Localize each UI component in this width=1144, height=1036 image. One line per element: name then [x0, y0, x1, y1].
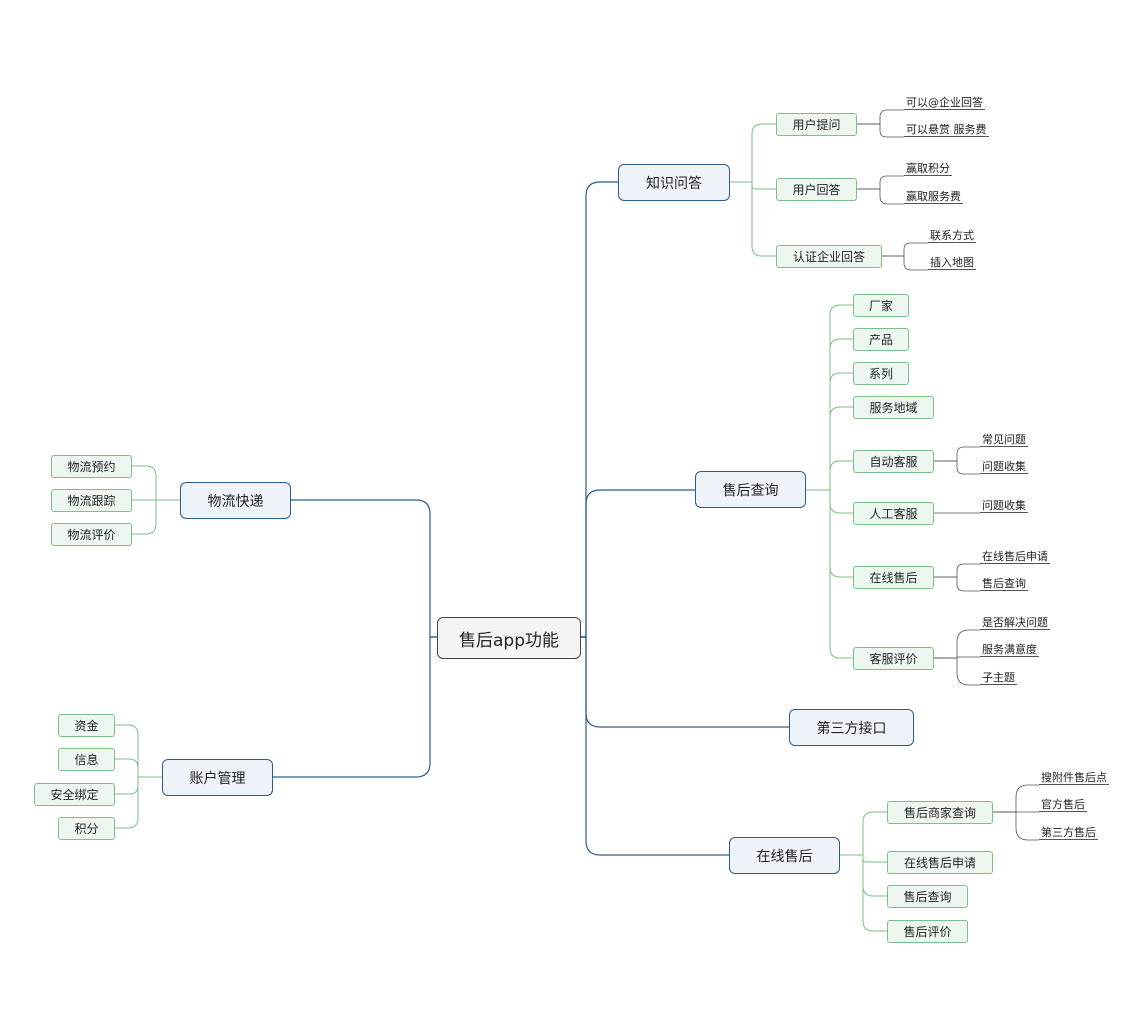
- line-qa-cert: [730, 181, 776, 257]
- topic-logistics[interactable]: 物流快递: [180, 482, 291, 519]
- line-l-rating: [132, 499, 180, 535]
- line-rating-leaf-1: [934, 656, 980, 659]
- line-rating-leaf-2: [934, 657, 980, 686]
- subtopic-info[interactable]: 信息: [58, 748, 115, 771]
- leaf-official[interactable]: 官方售后: [1039, 797, 1087, 812]
- line-qa-ask: [730, 123, 776, 183]
- subtopic-product[interactable]: 产品: [853, 328, 909, 351]
- line-qa-answer: [730, 181, 776, 190]
- line-q-rating: [806, 489, 853, 659]
- subtopic-logistics-booking[interactable]: 物流预约: [51, 455, 132, 478]
- line-root-query: [581, 489, 695, 638]
- topic-after-sales-query[interactable]: 售后查询: [695, 471, 806, 508]
- line-a-funds: [115, 724, 162, 778]
- subtopic-logistics-rating[interactable]: 物流评价: [51, 523, 132, 546]
- line-q-region: [806, 406, 853, 491]
- line-root-qa: [581, 181, 618, 638]
- subtopic-lookup[interactable]: 售后查询: [887, 885, 968, 908]
- line-root-account: [273, 636, 437, 778]
- subtopic-auto-service[interactable]: 自动客服: [853, 450, 934, 473]
- subtopic-series[interactable]: 系列: [853, 362, 909, 385]
- leaf-earn-points[interactable]: 赢取积分: [904, 161, 952, 176]
- line-ask-leaf-0: [857, 109, 904, 125]
- line-answer-leaf-1: [857, 188, 904, 205]
- subtopic-logistics-tracking[interactable]: 物流跟踪: [51, 489, 132, 512]
- topic-online-after-sales[interactable]: 在线售后: [729, 837, 840, 874]
- line-a-info: [115, 758, 162, 778]
- leaf-resolved[interactable]: 是否解决问题: [980, 615, 1050, 630]
- topic-third-party-api[interactable]: 第三方接口: [789, 709, 914, 746]
- leaf-collect-issues-2[interactable]: 问题收集: [980, 498, 1028, 513]
- leaf-subtopic[interactable]: 子主题: [980, 670, 1017, 685]
- leaf-service-lookup[interactable]: 售后查询: [980, 576, 1028, 591]
- line-auto-leaf-0: [934, 446, 980, 462]
- leaf-contact[interactable]: 联系方式: [928, 228, 976, 243]
- line-cert-leaf-0: [882, 242, 928, 257]
- line-o-merchant: [840, 811, 887, 856]
- line-root-online: [581, 636, 729, 856]
- subtopic-user-answer[interactable]: 用户回答: [776, 178, 857, 201]
- line-q-auto: [806, 460, 853, 491]
- line-auto-leaf-1: [934, 460, 980, 475]
- leaf-search-nearby[interactable]: 搜附件售后点: [1039, 770, 1109, 785]
- subtopic-points[interactable]: 积分: [58, 817, 115, 840]
- leaf-collect-issues[interactable]: 问题收集: [980, 459, 1028, 474]
- subtopic-security-binding[interactable]: 安全绑定: [34, 783, 115, 806]
- leaf-online-apply[interactable]: 在线售后申请: [980, 549, 1050, 564]
- line-cert-leaf-1: [882, 255, 928, 271]
- line-l-booking: [132, 465, 180, 501]
- subtopic-service-rating[interactable]: 客服评价: [853, 647, 934, 670]
- line-merchant-leaf-0: [993, 784, 1039, 813]
- subtopic-merchant-query[interactable]: 售后商家查询: [887, 801, 993, 824]
- line-online-leaf-0: [934, 563, 980, 578]
- subtopic-service-region[interactable]: 服务地域: [853, 396, 934, 419]
- subtopic-online-apply[interactable]: 在线售后申请: [887, 851, 993, 874]
- line-online-leaf-1: [934, 576, 980, 592]
- topic-knowledge-qa[interactable]: 知识问答: [618, 164, 730, 201]
- leaf-faq[interactable]: 常见问题: [980, 432, 1028, 447]
- subtopic-human-service[interactable]: 人工客服: [853, 502, 934, 525]
- subtopic-cert-answer[interactable]: 认证企业回答: [776, 245, 882, 268]
- line-q-prod: [806, 338, 853, 491]
- line-merchant-leaf-2: [993, 811, 1039, 841]
- subtopic-online-service[interactable]: 在线售后: [853, 566, 934, 589]
- line-answer-leaf-0: [857, 175, 904, 190]
- root-topic[interactable]: 售后app功能: [437, 617, 581, 659]
- line-a-points: [115, 776, 162, 829]
- leaf-reward-fee[interactable]: 可以悬赏 服务费: [904, 122, 989, 137]
- line-root-logistics: [291, 499, 437, 638]
- leaf-at-company[interactable]: 可以@企业回答: [904, 95, 985, 110]
- line-root-third: [581, 636, 789, 728]
- subtopic-manufacturer[interactable]: 厂家: [853, 294, 909, 317]
- topic-account[interactable]: 账户管理: [162, 759, 273, 796]
- subtopic-review[interactable]: 售后评价: [887, 920, 968, 943]
- line-q-series: [806, 372, 853, 491]
- subtopic-funds[interactable]: 资金: [58, 714, 115, 737]
- line-rating-leaf-0: [934, 629, 980, 659]
- leaf-earn-fee[interactable]: 赢取服务费: [904, 189, 963, 204]
- line-ask-leaf-1: [857, 123, 904, 138]
- subtopic-user-ask[interactable]: 用户提问: [776, 113, 857, 136]
- leaf-satisfaction[interactable]: 服务满意度: [980, 642, 1039, 657]
- line-o-review: [840, 854, 887, 932]
- leaf-insert-map[interactable]: 插入地图: [928, 255, 976, 270]
- leaf-third-party[interactable]: 第三方售后: [1039, 825, 1098, 840]
- line-q-manu: [806, 304, 853, 491]
